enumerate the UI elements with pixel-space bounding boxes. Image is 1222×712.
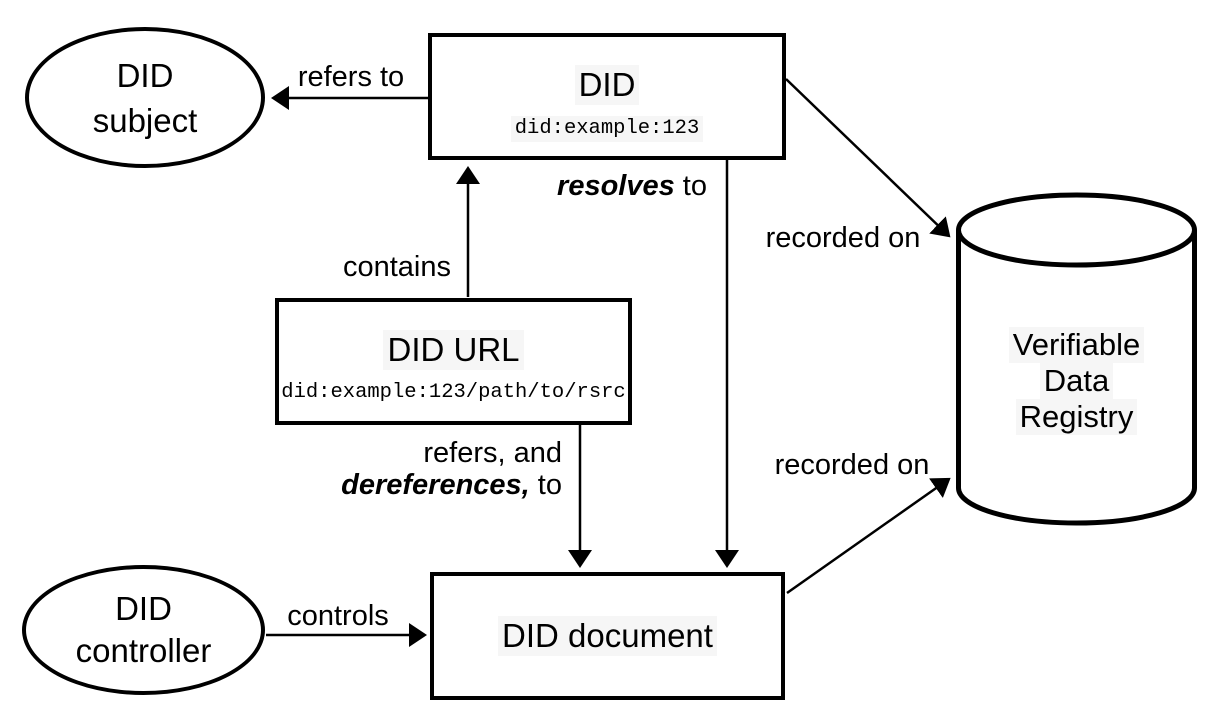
did-controller-node: DID controller [22,565,265,695]
registry-label-line2: Data [1039,363,1114,399]
controls-label: controls [287,600,389,632]
resolves-to-label-emphasis: resolves [557,170,675,202]
registry-label-line1: Verifiable [1008,327,1145,363]
dereferences-to-label: refers, and dereferences, to [341,437,562,501]
did-controller-label-line2: controller [75,632,212,669]
recorded-on-top-label: recorded on [765,222,921,254]
contains-label: contains [342,251,452,283]
did-node-title: DID [574,65,640,105]
recorded-on-bottom-arrow [786,477,951,595]
dereferences-to-label-emphasis: dereferences, [341,469,530,501]
did-url-node-title: DID URL [383,329,524,370]
did-url-node: DID URL did:example:123/path/to/rsrc [275,298,632,425]
resolves-to-label-suffix: to [674,170,707,202]
recorded-on-bottom-label: recorded on [774,449,930,481]
refers-to-label: refers to [297,61,405,93]
did-node: DID did:example:123 [428,33,786,160]
did-document-node-title: DID document [498,616,717,656]
did-controller-label-line1: DID [115,590,172,627]
did-url-node-identifier: did:example:123/path/to/rsrc [281,380,626,404]
registry-label-line3: Registry [1015,399,1138,435]
verifiable-data-registry-label: Verifiable Data Registry [956,327,1197,435]
did-node-identifier: did:example:123 [510,116,704,142]
did-subject-node: DID subject [25,27,265,168]
resolves-to-label: resolves to [557,170,707,202]
did-subject-label-line1: DID [116,56,174,94]
dereferences-to-label-line1: refers, and [423,437,562,469]
recorded-on-top-arrow [785,78,951,238]
registry-cylinder-top [956,192,1197,268]
dereferences-to-label-suffix: to [529,469,562,501]
did-subject-label-line2: subject [92,101,198,139]
did-document-node: DID document [430,572,785,700]
